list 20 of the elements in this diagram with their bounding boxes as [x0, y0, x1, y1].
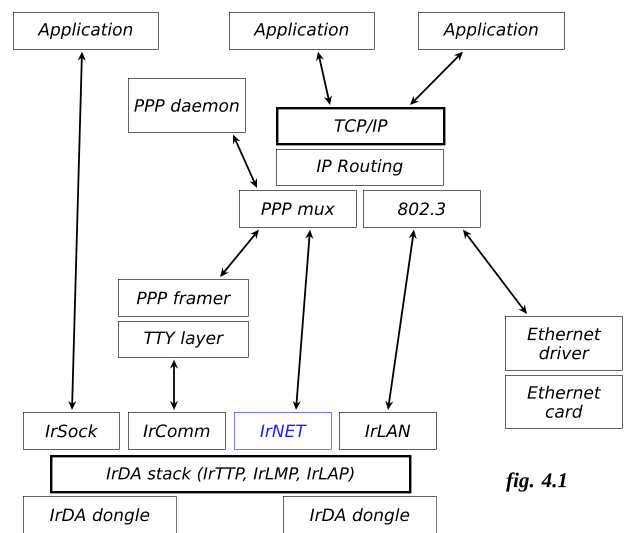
component-box: TTY layer	[118, 321, 249, 358]
component-box: Ethernet card	[505, 375, 623, 429]
component-box: IrNET	[234, 412, 332, 450]
component-box: Application	[13, 12, 159, 50]
figure-label: fig. 4.1	[506, 472, 566, 492]
component-box: IrDA dongle	[23, 496, 177, 533]
stack-box: IrDA stack (IrTTP, IrLMP, IrLAP)	[50, 455, 412, 494]
component-box: Application	[418, 12, 565, 50]
component-box: IrComm	[128, 412, 226, 450]
component-box: IrSock	[23, 412, 120, 450]
layer-box: TCP/IP	[276, 107, 446, 146]
component-box: PPP daemon	[128, 78, 246, 133]
component-box: IP Routing	[276, 149, 444, 186]
component-box: Application	[229, 12, 375, 50]
component-box: IrDA dongle	[283, 496, 437, 533]
component-box: PPP mux	[239, 190, 357, 228]
component-box: IrLAN	[339, 412, 437, 450]
component-box: 802.3	[363, 190, 481, 228]
component-box: PPP framer	[118, 279, 249, 317]
component-box: Ethernet driver	[505, 316, 623, 371]
